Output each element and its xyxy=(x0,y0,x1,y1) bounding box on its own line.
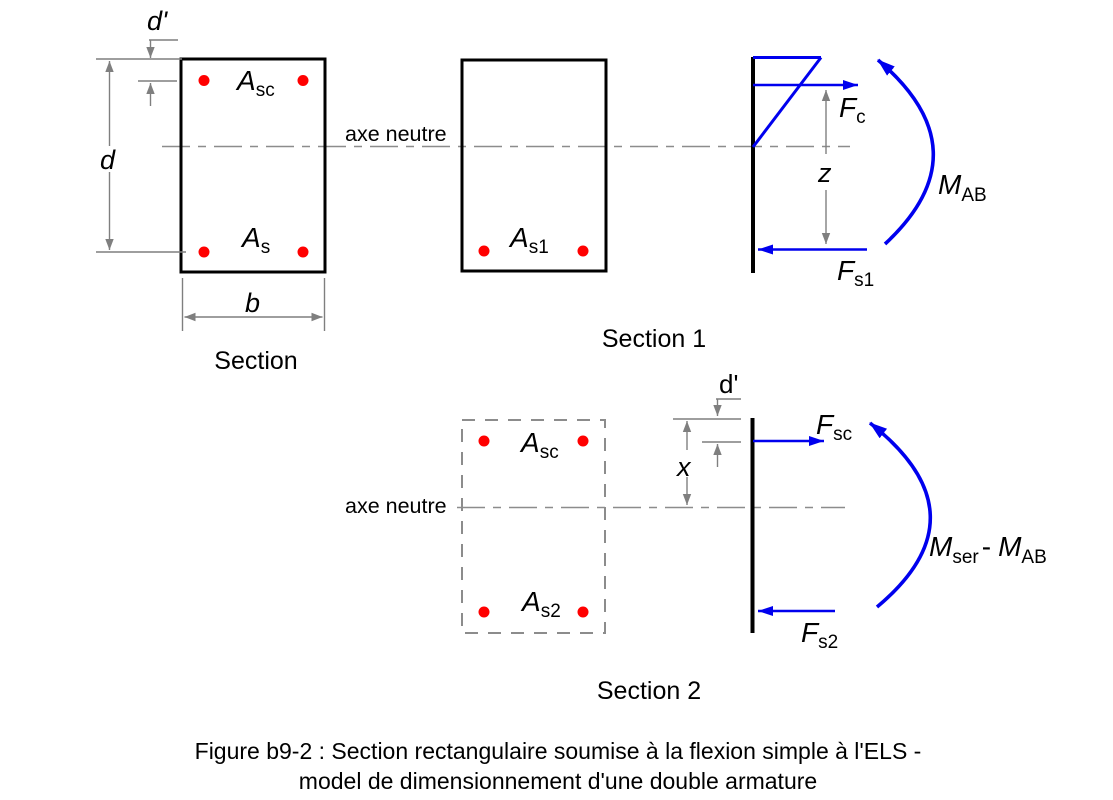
moment-mser-mab-label: Mser-MAB xyxy=(929,531,1047,568)
section1-view: As1 Section 1 xyxy=(460,58,706,353)
moment-mab-arc xyxy=(876,58,936,246)
section1-title: Section 1 xyxy=(602,325,706,353)
force-fs1-label: Fs1 xyxy=(837,255,874,291)
rebar-dot-s1-right xyxy=(577,245,589,257)
steel-label-as2: As2 xyxy=(520,586,561,622)
rebar-dot-s1-left xyxy=(478,245,490,257)
figure-caption: Figure b9-2 : Section rectangulaire soum… xyxy=(195,738,922,794)
section2-forces: Fsc Fs2 Mser-MAB xyxy=(750,409,1047,653)
neutral-axis-top-label: axe neutre xyxy=(345,122,447,146)
dim-b-label: b xyxy=(245,288,260,318)
rebar-dot-bottom-left xyxy=(198,246,210,258)
rebar-dot-s2-bottom-right xyxy=(577,606,589,618)
section2-outline-dashed xyxy=(461,419,606,634)
steel-label-as: As xyxy=(240,222,270,258)
rebar-dot-s2-bottom-left xyxy=(478,606,490,618)
rebar-dot-bottom-right xyxy=(297,246,309,258)
dim-dprime2-label: d' xyxy=(719,369,738,399)
neutral-axis-top: axe neutre xyxy=(162,122,850,148)
dim-z-label: z xyxy=(817,158,832,188)
rebar-dot-top-left xyxy=(198,75,210,86)
dim-d-label: d xyxy=(100,145,116,175)
force-fs2-label: Fs2 xyxy=(801,617,838,653)
section-view: d' d b Asc As Section xyxy=(96,6,327,375)
dim-x-label: x xyxy=(675,452,692,482)
moment-mser-mab-arc xyxy=(868,421,933,609)
section1-forces: Fc z Fs1 MAB xyxy=(751,56,987,291)
section2-view: Asc As2 d' x Section 2 xyxy=(461,369,741,705)
rebar-dot-top-right xyxy=(297,75,309,86)
neutral-axis-bottom: axe neutre xyxy=(345,494,845,518)
section1-outline xyxy=(460,58,608,273)
caption-line2: model de dimensionnement d'une double ar… xyxy=(299,768,817,794)
caption-line1: Figure b9-2 : Section rectangulaire soum… xyxy=(195,738,922,764)
moment-mab-label: MAB xyxy=(938,169,987,206)
neutral-axis-bottom-label: axe neutre xyxy=(345,494,447,518)
section-outline xyxy=(179,57,327,274)
section2-title: Section 2 xyxy=(597,677,701,705)
steel-label-asc2: Asc xyxy=(519,427,559,463)
stress-triangle-diagonal xyxy=(751,56,823,148)
steel-label-as1: As1 xyxy=(508,222,549,258)
steel-label-asc: Asc xyxy=(235,65,275,101)
rebar-dot-s2-top-left xyxy=(478,435,490,447)
force-fc-label: Fc xyxy=(839,92,866,128)
force-fsc-label: Fsc xyxy=(816,409,852,445)
rebar-dot-s2-top-right xyxy=(577,435,589,447)
section-title: Section xyxy=(214,347,297,375)
dim-dprime-label: d' xyxy=(147,6,168,36)
